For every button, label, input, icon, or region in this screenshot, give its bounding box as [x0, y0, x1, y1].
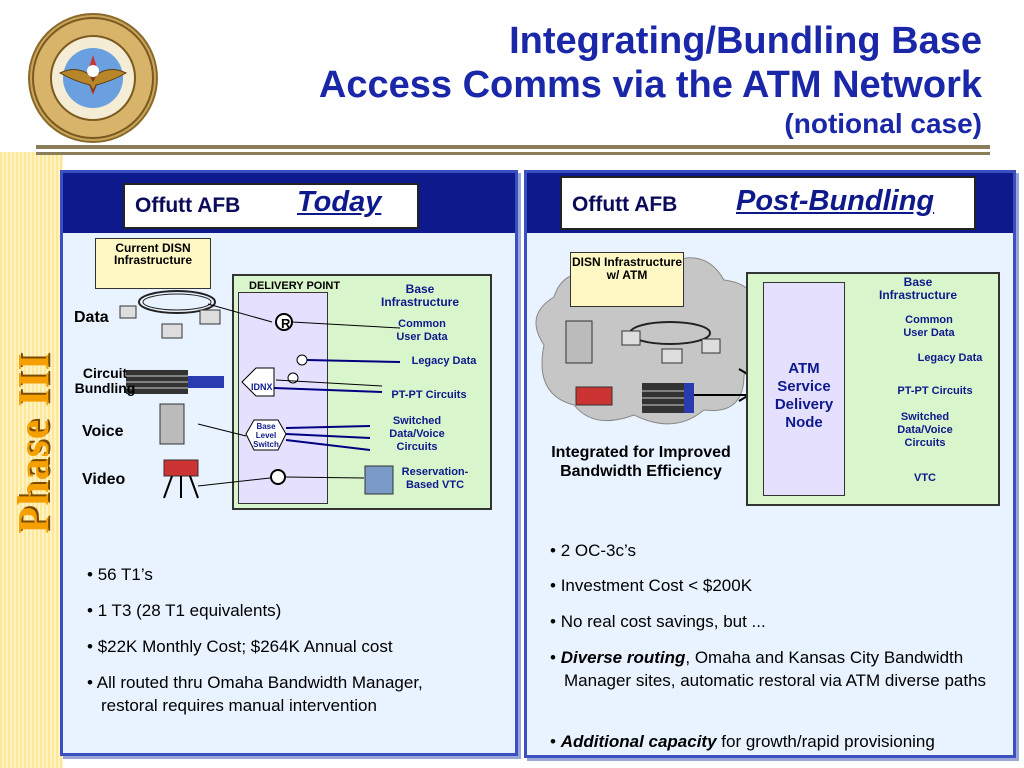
input-data: Data [74, 309, 109, 326]
right-bullet-3: • No real cost savings, but ... [550, 612, 766, 631]
right-out-legacy: Legacy Data [917, 352, 983, 364]
left-out-ptpt: PT-PT Circuits [391, 389, 467, 401]
title-line-1: Integrating/Bundling Base [509, 20, 982, 62]
atm-node-label: ATM Service Delivery Node [774, 360, 834, 431]
left-title-box: Offutt AFB Today [123, 183, 419, 229]
side-band [0, 152, 63, 768]
right-title-italic: Post-Bundling [736, 185, 935, 217]
left-out-vtc: Reservation-Based VTC [401, 466, 469, 491]
input-voice: Voice [82, 423, 124, 440]
title-rule-bottom [36, 152, 990, 155]
right-out-common-user: Common User Data [903, 314, 955, 339]
left-title-italic: Today [297, 186, 382, 218]
left-bullet-3: • $22K Monthly Cost; $264K Annual cost [87, 637, 393, 656]
input-circuit-bundling: Circuit Bundling [74, 365, 136, 396]
right-base-infra-label: Base Infrastructure [878, 275, 958, 302]
right-out-vtc: VTC [914, 472, 936, 484]
disn-atm-box: DISN Infrastructure w/ ATM [570, 252, 684, 307]
left-out-legacy: Legacy Data [411, 355, 477, 367]
title-line-3: (notional case) [784, 108, 982, 139]
left-bullet-4: • All routed thru Omaha Bandwidth Manage… [87, 673, 423, 715]
left-bullet-2: • 1 T3 (28 T1 equivalents) [87, 601, 282, 620]
right-bullet-5: • Additional capacity for growth/rapid p… [550, 732, 935, 751]
integrated-label: Integrated for Improved Bandwidth Effici… [551, 444, 731, 480]
left-cloud-ring [138, 290, 216, 314]
right-out-switched: Switched Data/Voice Circuits [897, 411, 953, 449]
left-diagram [119, 290, 401, 499]
current-disn-box: Current DISN Infrastructure [95, 238, 211, 289]
left-bullet-1: • 56 T1’s [87, 565, 153, 584]
right-bullet-1: • 2 OC-3c’s [550, 541, 636, 560]
left-title: Offutt AFB [135, 194, 241, 217]
phase-label: Phase III [9, 352, 58, 534]
seal-emblem-icon [32, 17, 154, 139]
title-rule-top [36, 145, 990, 149]
right-title: Offutt AFB [572, 193, 678, 216]
right-bullet-4: • Diverse routing, Omaha and Kansas City… [550, 648, 987, 690]
delivery-point-label: DELIVERY POINT [249, 280, 341, 292]
right-out-ptpt: PT-PT Circuits [897, 385, 973, 397]
disa-seal [28, 13, 158, 143]
idnx-label: IDNX [251, 382, 273, 392]
base-level-switch-label: Base Level Switch [253, 422, 279, 449]
left-out-switched: Switched Data/Voice Circuits [389, 415, 445, 453]
right-title-box: Offutt AFB Post-Bundling [560, 176, 976, 230]
router-label: R [281, 316, 291, 331]
input-video: Video [82, 471, 126, 488]
right-bullet-2: • Investment Cost < $200K [550, 576, 753, 595]
title-line-2: Access Comms via the ATM Network [318, 64, 982, 106]
left-out-common-user: Common User Data [396, 318, 448, 343]
atm-node-box [763, 282, 845, 496]
left-base-infra-label: Base Infrastructure [380, 282, 460, 309]
